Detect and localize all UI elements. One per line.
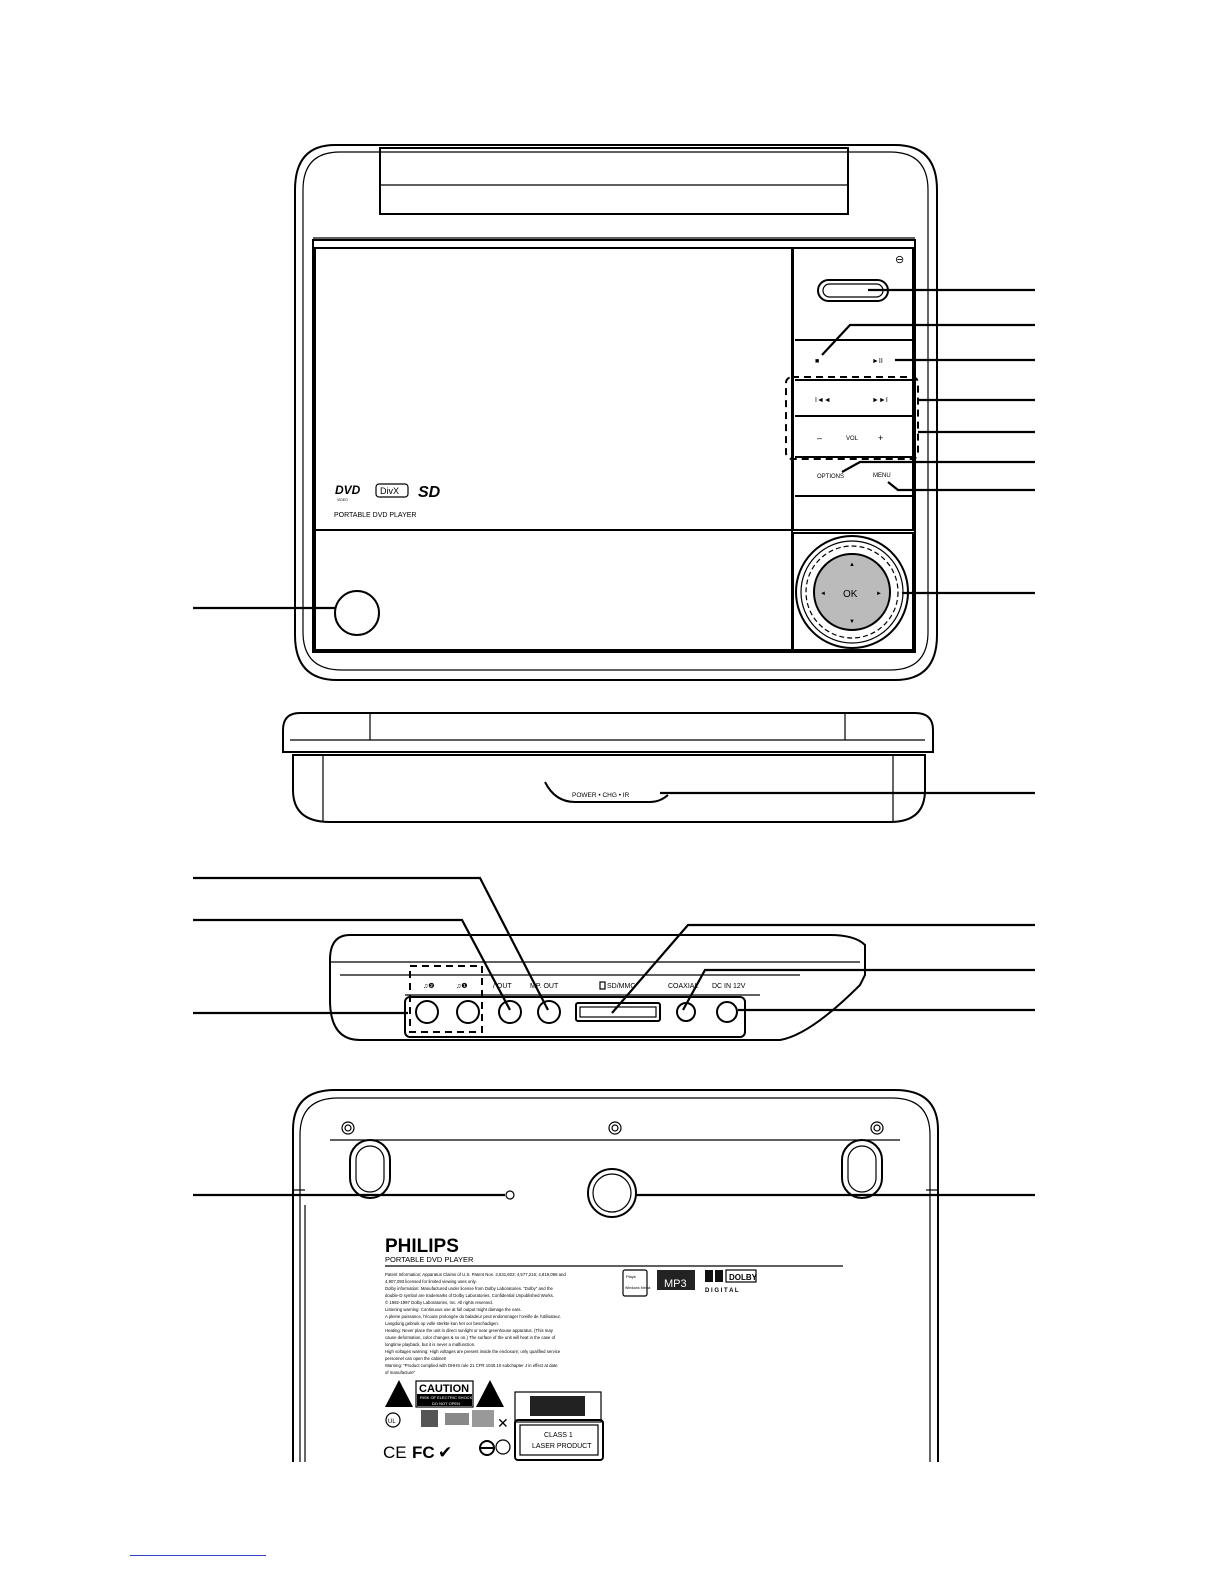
screw (608, 1121, 622, 1135)
divx-logo: DivX (380, 486, 399, 496)
amp-out-label: MP. OUT (530, 983, 559, 990)
svg-text:RISK OF ELECTRIC SHOCK: RISK OF ELECTRIC SHOCK (420, 1395, 473, 1400)
svg-text:cause deformation, color chang: cause deformation, color changes & so on… (385, 1335, 556, 1340)
dvd-video-text: VIDEO (337, 498, 348, 502)
volume-up-button[interactable]: + (878, 433, 883, 443)
ok-button[interactable]: OK (843, 589, 858, 600)
label-text-block: Patent Information: Apparatus Claims of … (385, 1272, 566, 1375)
front-view: DVD VIDEO DivX SD PORTABLE DVD PLAYER ⊖ … (193, 144, 1035, 681)
exclamation-triangle-icon (476, 1380, 504, 1407)
warning-triangle-icon (385, 1380, 413, 1407)
av-out-jack[interactable] (498, 1000, 522, 1024)
reset-hole[interactable] (505, 1190, 515, 1200)
ce-mark: CE (383, 1443, 407, 1462)
sd-card-slot[interactable] (575, 1002, 661, 1022)
svg-text:A pleine puissance, l'écoute p: A pleine puissance, l'écoute prolongée d… (385, 1314, 561, 1319)
product-name: PORTABLE DVD PLAYER (334, 512, 416, 519)
lid-open-button[interactable] (334, 590, 380, 636)
svg-text:LASER PRODUCT: LASER PRODUCT (532, 1443, 592, 1450)
options-button[interactable]: OPTIONS (817, 474, 844, 480)
mp3-logo (657, 1270, 695, 1290)
bottom-view: PHILIPS PORTABLE DVD PLAYER Patent Infor… (193, 1089, 1035, 1462)
svg-text:Dolby information: Manufacture: Dolby information: Manufactured under li… (385, 1286, 553, 1291)
headphone-1-jack[interactable] (456, 1000, 480, 1024)
dc-in-label: DC IN 12V (712, 983, 746, 990)
play-pause-button[interactable]: ►II (872, 358, 883, 365)
rubber-foot (349, 1139, 391, 1199)
svg-text:Langdurig gebruik op volle ste: Langdurig gebruik op volle sterkte kan h… (385, 1321, 499, 1326)
navigation-dial[interactable] (813, 553, 891, 631)
screw (341, 1121, 355, 1135)
svg-text:MP3: MP3 (664, 1278, 687, 1290)
hinge (379, 147, 849, 215)
headphone-2-jack[interactable] (415, 1000, 439, 1024)
av-out-label: / OUT (493, 983, 512, 990)
svg-text:Patent Information: Apparatus: Patent Information: Apparatus Claims of … (385, 1272, 566, 1277)
footer-link-underline (130, 1555, 266, 1556)
svg-text:D I G I T A L: D I G I T A L (705, 1288, 739, 1294)
windows-media-logo (622, 1269, 648, 1297)
svg-text:Listening warning: Continuous: Listening warning: Continuous use at ful… (385, 1307, 522, 1312)
brand-logo: PHILIPS (385, 1236, 459, 1257)
front-edge-view: POWER • CHG • IR (282, 712, 1035, 823)
headphone-2-label: ♫❷ (423, 982, 435, 990)
volume-down-button[interactable]: – (817, 433, 822, 443)
coaxial-label: COAXIAL (668, 983, 698, 990)
svg-text:of manufacture": of manufacture" (385, 1370, 416, 1375)
svg-text:High voltages warning: High vo: High voltages warning: High voltages are… (385, 1349, 561, 1354)
ul-logo (385, 1412, 401, 1428)
rubber-foot (841, 1139, 883, 1199)
svg-text:▲: ▲ (849, 562, 855, 568)
svg-text:personnel can open the cabinet: personnel can open the cabinet! (385, 1356, 446, 1361)
previous-button[interactable]: I◄◄ (815, 397, 831, 404)
svg-text:Windows Media: Windows Media (625, 1286, 650, 1290)
svg-text:CLASS 1: CLASS 1 (544, 1432, 573, 1439)
svg-text:◄: ◄ (820, 591, 826, 597)
svg-text:CAUTION: CAUTION (419, 1383, 469, 1395)
screw (870, 1121, 884, 1135)
ctick-mark: ✔ (438, 1443, 452, 1462)
card-slot-label: SD/MMC (607, 983, 635, 990)
svg-text:Plays: Plays (626, 1274, 636, 1279)
weee-bin-icon: ✕ (497, 1415, 509, 1431)
laser-product-label (514, 1419, 604, 1461)
dolby-logo (705, 1270, 713, 1282)
svg-text:DO NOT OPEN: DO NOT OPEN (432, 1401, 460, 1406)
svg-text:© 1992-1997 Dolby Laboratories: © 1992-1997 Dolby Laboratories, Inc. All… (385, 1300, 493, 1305)
menu-button[interactable]: MENU (873, 473, 891, 479)
amp-out-jack[interactable] (537, 1000, 561, 1024)
headphone-1-label: ♫❶ (456, 982, 468, 990)
svg-text:Warning: "Product complied wit: Warning: "Product complied with DHHS rul… (385, 1363, 558, 1368)
svg-text:DOLBY: DOLBY (729, 1273, 758, 1282)
power-icon: ⊖ (895, 254, 904, 266)
fcc-mark: FC (412, 1443, 435, 1462)
sd-logo: SD (418, 484, 441, 501)
label-product-name: PORTABLE DVD PLAYER (385, 1255, 474, 1264)
svg-text:double-D symbol are trademarks: double-D symbol are trademarks of Dolby … (385, 1293, 554, 1298)
svg-text:longtime playback, but it is n: longtime playback, but it is never a mal… (385, 1342, 475, 1347)
dvd-logo: DVD (335, 483, 361, 497)
stop-button[interactable]: ■ (815, 358, 819, 365)
svg-text:►: ► (876, 591, 882, 597)
dc-in-jack[interactable] (716, 1001, 738, 1023)
svg-text:Heating: Never place the unit: Heating: Never place the unit in direct … (385, 1328, 554, 1333)
svg-text:▼: ▼ (849, 619, 855, 625)
caution-label (415, 1380, 474, 1408)
ports-side-view: ♫❷ ♫❶ / OUT MP. OUT SD/MMC COAXIAL DC IN… (193, 876, 1035, 1041)
next-button[interactable]: ►►I (872, 397, 888, 404)
volume-label: VOL (846, 436, 859, 442)
indicator-label: POWER • CHG • IR (572, 792, 630, 799)
svg-text:UL: UL (388, 1419, 396, 1425)
mount-socket (587, 1168, 637, 1218)
svg-text:4,907,093 licensed for limited: 4,907,093 licensed for limited viewing u… (385, 1279, 477, 1284)
